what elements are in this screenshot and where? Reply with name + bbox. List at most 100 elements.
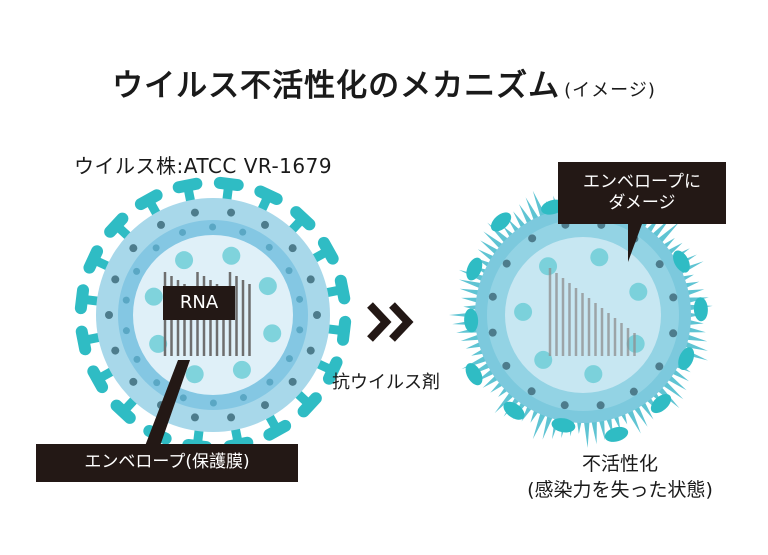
page-title: ウイルス不活性化のメカニズム(イメージ) bbox=[0, 60, 768, 105]
detached-spike bbox=[673, 250, 690, 273]
membrane-dot bbox=[179, 228, 187, 236]
membrane-dot bbox=[190, 208, 199, 217]
membrane-dot bbox=[306, 275, 315, 284]
membrane-dot bbox=[288, 377, 297, 386]
membrane-dot bbox=[239, 394, 247, 402]
membrane-dot bbox=[153, 379, 161, 387]
spike-head bbox=[322, 356, 343, 385]
detached-spike bbox=[693, 297, 708, 322]
detached-spike bbox=[466, 257, 483, 281]
membrane-dot bbox=[655, 362, 664, 371]
membrane-dot bbox=[190, 413, 199, 422]
membrane-dot bbox=[560, 401, 569, 410]
membrane-dot bbox=[227, 413, 236, 422]
membrane-dot bbox=[266, 378, 274, 386]
membrane-dot bbox=[296, 326, 304, 334]
membrane-dot bbox=[227, 208, 236, 217]
membrane-dot bbox=[288, 244, 297, 253]
membrane-dot bbox=[129, 377, 138, 386]
membrane-dot bbox=[209, 223, 217, 231]
membrane-dot bbox=[528, 234, 537, 243]
membrane-dot bbox=[179, 394, 187, 402]
membrane-dot bbox=[596, 401, 605, 410]
membrane-dot bbox=[488, 328, 497, 337]
detached-spike bbox=[465, 363, 483, 386]
detached-spike bbox=[551, 418, 576, 433]
detached-spike bbox=[650, 394, 672, 414]
membrane-dot bbox=[111, 275, 120, 284]
detached-spike bbox=[464, 308, 479, 333]
membrane-dot bbox=[669, 329, 678, 338]
spike-head bbox=[254, 185, 283, 206]
rna-label: RNA bbox=[163, 286, 235, 320]
membrane-dot bbox=[655, 260, 664, 269]
membrane-dot bbox=[629, 387, 638, 396]
inner-dot bbox=[232, 360, 251, 379]
strain-label: ウイルス株:ATCC VR-1679 bbox=[74, 154, 333, 178]
inner-dot bbox=[258, 277, 277, 296]
envelope-damage-label: エンベロープに ダメージ bbox=[558, 162, 726, 224]
spike-head bbox=[110, 399, 136, 424]
damaged-fuzz bbox=[582, 414, 590, 448]
spike-head bbox=[297, 392, 322, 418]
membrane-dot bbox=[105, 311, 113, 319]
inner-dot bbox=[534, 350, 553, 369]
spike-head bbox=[75, 325, 92, 356]
membrane-dot bbox=[122, 296, 130, 304]
membrane-dot bbox=[133, 267, 141, 275]
detached-spike bbox=[490, 212, 512, 232]
spike-head bbox=[74, 284, 90, 315]
detached-spike bbox=[678, 347, 695, 370]
inner-dot bbox=[149, 334, 168, 353]
membrane-dot bbox=[502, 361, 511, 370]
inactivated-line2: (感染力を失った状態) bbox=[527, 478, 713, 501]
spike-head bbox=[172, 177, 203, 194]
inner-dot bbox=[629, 282, 648, 301]
membrane-dot bbox=[527, 387, 536, 396]
inner-dot bbox=[590, 248, 609, 267]
spike-head bbox=[290, 206, 316, 231]
inner-dot bbox=[514, 302, 533, 321]
membrane-dot bbox=[313, 311, 321, 319]
inner-dot bbox=[185, 365, 204, 384]
spike-head bbox=[87, 365, 109, 394]
membrane-dot bbox=[239, 228, 247, 236]
inner-dot bbox=[222, 246, 241, 265]
membrane-dot bbox=[133, 355, 141, 363]
membrane-dot bbox=[261, 401, 269, 410]
damaged-virus bbox=[449, 183, 713, 448]
inactivated-line1: 不活性化 bbox=[581, 453, 658, 475]
inner-dot bbox=[539, 257, 558, 276]
inner-dot bbox=[175, 251, 194, 270]
double-chevron-icon bbox=[367, 302, 414, 342]
detached-spike bbox=[503, 401, 525, 420]
membrane-dot bbox=[261, 220, 269, 229]
membrane-dot bbox=[111, 346, 120, 355]
inner-dot bbox=[584, 365, 603, 384]
spike-head bbox=[134, 189, 163, 211]
detached-spike bbox=[604, 426, 629, 442]
membrane-dot bbox=[129, 244, 138, 253]
membrane-dot bbox=[296, 295, 304, 303]
membrane-dot bbox=[122, 327, 130, 335]
inner-dot bbox=[263, 324, 282, 343]
membrane-dot bbox=[152, 244, 160, 252]
membrane-dot bbox=[488, 292, 497, 301]
damage-label-line1: エンベロープに bbox=[583, 171, 701, 192]
spike-head bbox=[317, 236, 339, 265]
spike-head bbox=[104, 212, 129, 238]
title-sub: (イメージ) bbox=[564, 80, 656, 101]
membrane-dot bbox=[265, 243, 273, 251]
membrane-dot bbox=[285, 267, 293, 275]
envelope-label: エンベロープ(保護膜) bbox=[36, 444, 298, 482]
membrane-dot bbox=[669, 293, 678, 302]
membrane-dot bbox=[502, 259, 511, 268]
spike-head bbox=[334, 274, 351, 305]
spike-head bbox=[213, 176, 244, 192]
membrane-dot bbox=[209, 399, 217, 407]
title-main: ウイルス不活性化のメカニズム bbox=[112, 68, 561, 104]
spike-head bbox=[263, 419, 292, 441]
spike-head bbox=[83, 245, 104, 274]
damage-label-line2: ダメージ bbox=[608, 193, 676, 213]
